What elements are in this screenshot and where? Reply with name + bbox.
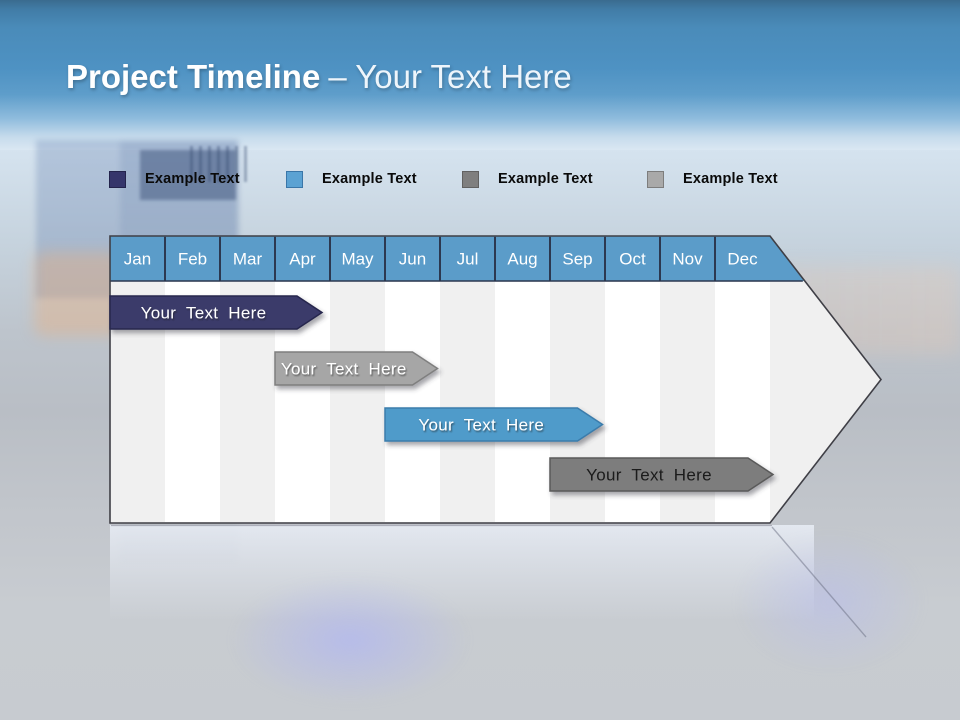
title-secondary: – Your Text Here: [328, 58, 572, 95]
legend-label: Example Text: [683, 171, 778, 187]
legend-swatch: [286, 170, 303, 188]
legend-swatch: [462, 170, 479, 188]
page-title: Project Timeline– Your Text Here: [66, 58, 572, 96]
legend-swatch: [109, 170, 126, 188]
title-primary: Project Timeline: [66, 58, 321, 95]
legend-label: Example Text: [145, 171, 240, 187]
background-top-gradient: [0, 0, 960, 152]
legend-item: Example Text: [647, 166, 778, 192]
legend-label: Example Text: [322, 171, 417, 187]
legend-label: Example Text: [498, 171, 593, 187]
legend-item: Example Text: [109, 166, 240, 192]
legend-swatch: [647, 170, 664, 188]
legend-item: Example Text: [286, 166, 417, 192]
background-main-gradient: [0, 150, 960, 720]
legend-item: Example Text: [462, 166, 593, 192]
